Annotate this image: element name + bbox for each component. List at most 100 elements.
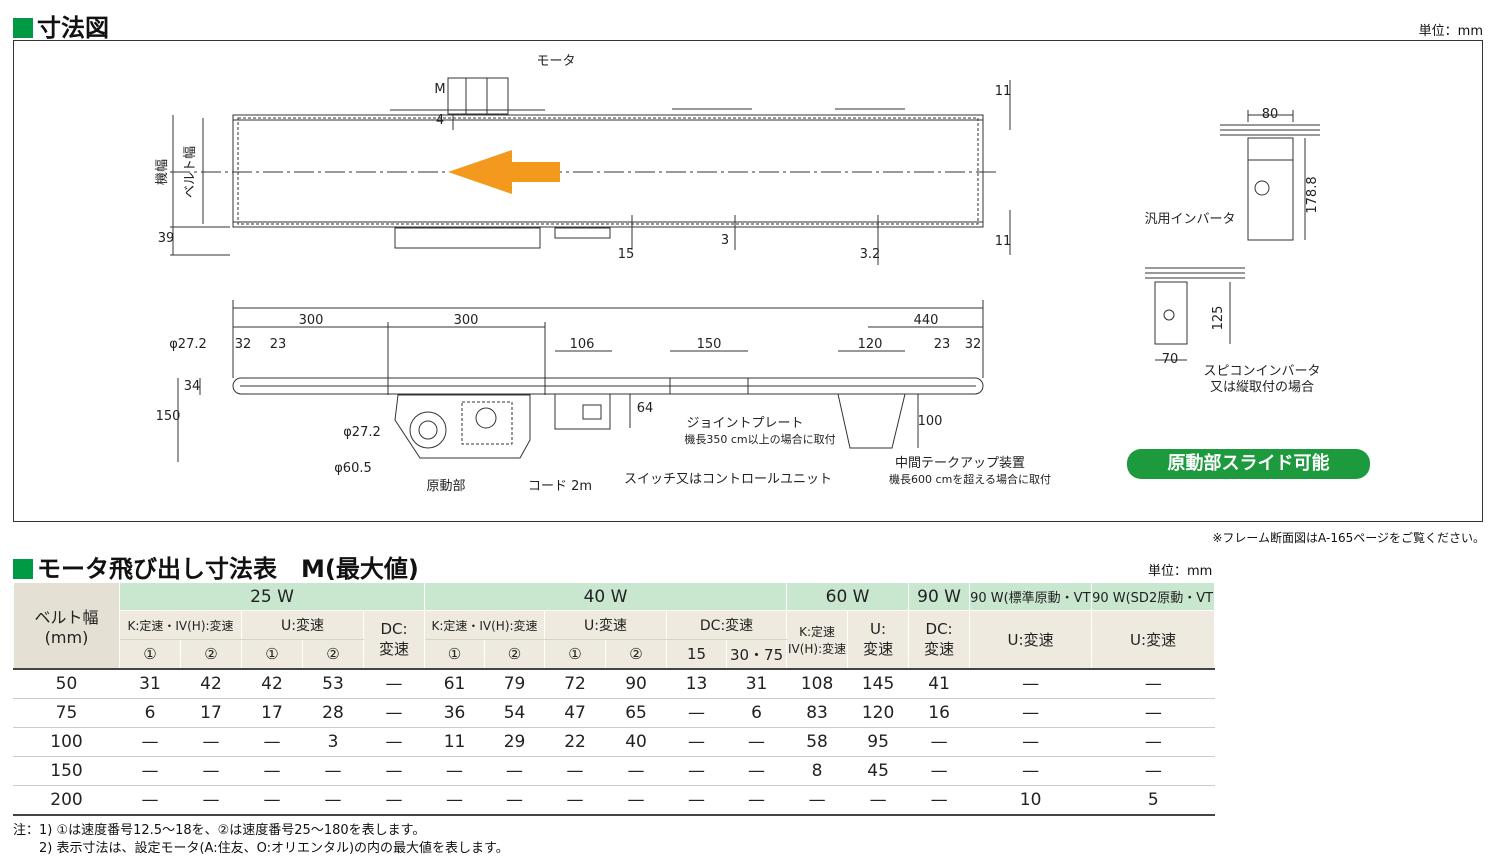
- dc-text: DC:: [380, 620, 408, 638]
- dimension-drawing: モータ M 機幅 ベルト幅 4 39 15 3 3.2 11 11 300 30…: [155, 54, 1321, 494]
- sub-25-k: K:定速・IV(H):変速: [119, 610, 242, 640]
- value-cell: 17: [241, 698, 303, 728]
- motor-dimension-table: ベルト幅 (mm) 25 W 40 W 60 W 90 W 90 W(標準原動・…: [13, 583, 1216, 816]
- value-cell: 61: [424, 668, 485, 699]
- value-cell: —: [666, 756, 727, 786]
- value-cell: 58: [786, 727, 848, 757]
- speed-col: ②: [302, 639, 364, 669]
- speed-col: ①: [241, 639, 303, 669]
- table-unit-label: 単位：mm: [1148, 564, 1213, 579]
- value-cell: —: [119, 785, 181, 816]
- dim-15: 15: [618, 247, 635, 262]
- value-cell: —: [119, 756, 181, 786]
- sub-40-k: K:定速・IV(H):変速: [424, 610, 546, 640]
- u-sub-text: 変速: [863, 640, 894, 658]
- value-cell: —: [241, 756, 303, 786]
- group-90w-std: 90 W(標準原動・VT): [969, 583, 1093, 611]
- sub-25-u: U:変速: [241, 610, 364, 640]
- motor-shape: [447, 77, 509, 115]
- direction-arrow-icon: [448, 150, 560, 194]
- conveyor-top-frame: [232, 114, 984, 228]
- value-cell: 42: [180, 668, 242, 699]
- belt-width-cell: 50: [13, 668, 120, 699]
- group-25w: 25 W: [118, 583, 426, 611]
- section-title-dimensions: 寸法図: [13, 8, 109, 43]
- phi-27-bottom: φ27.2: [343, 425, 381, 440]
- value-cell: —: [302, 785, 364, 816]
- dim-100: 100: [918, 414, 943, 429]
- group-40w: 40 W: [424, 583, 788, 611]
- sub-90-sd2-u: U:変速: [1091, 610, 1216, 669]
- sub-40-u: U:変速: [544, 610, 668, 640]
- dc90-text: DC:: [925, 620, 953, 638]
- value-cell: —: [969, 668, 1092, 699]
- value-cell: 108: [786, 668, 848, 699]
- value-cell: 95: [847, 727, 909, 757]
- value-cell: —: [666, 785, 727, 816]
- value-cell: —: [362, 668, 425, 699]
- dim-300-b: 300: [454, 313, 479, 328]
- value-cell: —: [1091, 756, 1215, 786]
- section-title-text: モータ飛び出し寸法表 M(最大値): [37, 555, 419, 583]
- iv-text: IV(H):変速: [787, 641, 847, 656]
- speed-col: ②: [180, 639, 242, 669]
- dim-23-left: 23: [270, 337, 287, 352]
- value-cell: —: [544, 756, 606, 786]
- value-cell: —: [969, 756, 1092, 786]
- dim-106: 106: [570, 337, 595, 352]
- dim-125: 125: [1211, 306, 1226, 331]
- value-cell: 54: [484, 698, 545, 728]
- value-cell: 6: [119, 698, 181, 728]
- value-cell: —: [605, 756, 667, 786]
- speed-col: ②: [605, 639, 668, 669]
- green-square-icon: [13, 18, 33, 38]
- value-cell: —: [424, 756, 485, 786]
- value-cell: —: [362, 727, 425, 757]
- green-square-icon: [13, 559, 33, 579]
- value-cell: —: [786, 785, 848, 816]
- value-cell: 65: [605, 698, 667, 728]
- belt-width-label: ベルト幅: [183, 146, 198, 198]
- m-label: M: [434, 82, 445, 97]
- value-cell: —: [484, 785, 545, 816]
- value-cell: —: [544, 785, 606, 816]
- value-cell: 11: [424, 727, 485, 757]
- inverter2-box: [1154, 281, 1188, 345]
- machine-width-label: 機幅: [155, 159, 170, 185]
- value-cell: —: [362, 698, 425, 728]
- value-cell: —: [847, 785, 909, 816]
- value-cell: —: [302, 756, 364, 786]
- section-title-table: モータ飛び出し寸法表 M(最大値): [13, 549, 419, 584]
- dim-23-right: 23: [934, 337, 951, 352]
- value-cell: —: [1091, 727, 1215, 757]
- sub-40-dc: DC:変速: [666, 610, 788, 640]
- dim-120: 120: [858, 337, 883, 352]
- value-cell: 22: [544, 727, 606, 757]
- motor-label: モータ: [536, 54, 575, 69]
- value-cell: —: [424, 785, 485, 816]
- dim-32-left: 32: [235, 337, 252, 352]
- value-cell: —: [726, 756, 787, 786]
- value-cell: 31: [119, 668, 181, 699]
- dim-34: 34: [184, 379, 201, 394]
- value-cell: —: [908, 756, 970, 786]
- value-cell: 42: [241, 668, 303, 699]
- unit-label: 単位：mm: [1418, 24, 1483, 39]
- dim-4: 4: [436, 113, 444, 128]
- sub-90-std-u: U:変速: [969, 610, 1093, 669]
- value-cell: 31: [726, 668, 787, 699]
- switch-label: スイッチ又はコントロールユニット: [624, 472, 832, 487]
- cord-label: コード 2m: [528, 479, 592, 494]
- dim-150-height: 150: [156, 409, 181, 424]
- value-cell: —: [484, 756, 545, 786]
- value-cell: 145: [847, 668, 909, 699]
- value-cell: 53: [302, 668, 364, 699]
- slide-badge: 原動部スライド可能: [1127, 449, 1370, 479]
- drawing-frame: [13, 40, 1483, 522]
- value-cell: —: [666, 698, 727, 728]
- belt-width-header: ベルト幅 (mm): [13, 583, 120, 669]
- inverter2-label: スピコンインバータ: [1203, 364, 1320, 379]
